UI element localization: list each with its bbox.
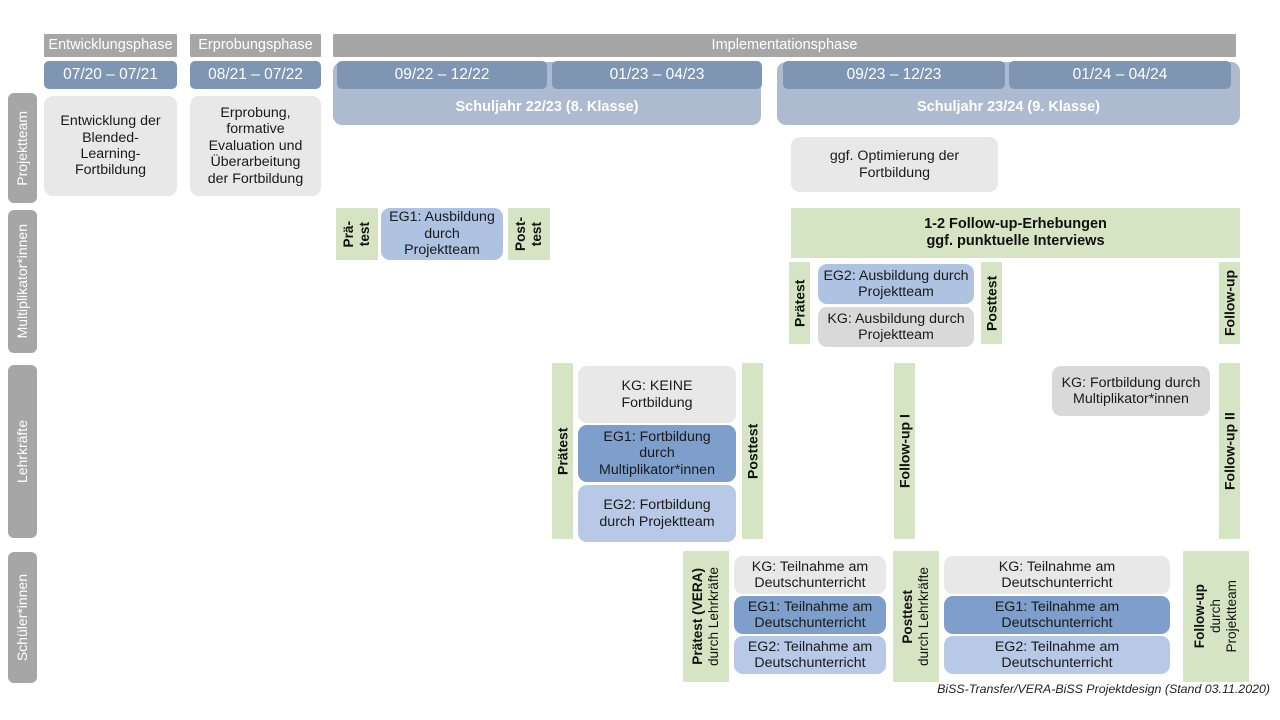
multiplikator-followup-banner: 1-2 Follow-up-Erhebungen ggf. punktuelle… <box>791 208 1240 258</box>
row-label-lehrkraefte-text: Lehrkräfte <box>14 419 31 484</box>
multiplikator-praetest-bar: Prätest <box>789 262 810 344</box>
schueler-praetest-line1: Prätest (VERA) <box>690 568 706 665</box>
period-0821-0722: 08/21 – 07/22 <box>190 61 321 89</box>
schueler-followup-bar: Follow-up durch Projektteam <box>1183 551 1249 682</box>
schueler-posttest-bar: Posttest durch Lehrkräfte <box>893 551 939 682</box>
row-label-multiplikator-text: Multiplikator*innen <box>14 224 31 339</box>
schueler-followup-line3: Projektteam <box>1223 580 1239 653</box>
schueler-posttest-line2: durch Lehrkräfte <box>916 567 931 666</box>
projektteam-erprobung-box: Erprobung, formative Evaluation und Über… <box>190 96 321 196</box>
period-0922-1222: 09/22 – 12/22 <box>337 61 547 89</box>
lehrkraefte-eg2-fortbildung-box: EG2: Fortbildung durch Projektteam <box>578 485 736 542</box>
lehrkraefte-kg-keine-fortbildung-box: KG: KEINE Fortbildung <box>578 366 736 423</box>
period-0720-0721: 07/20 – 07/21 <box>44 61 177 89</box>
schueler-kg-box-right: KG: Teilnahme am Deutschunterricht <box>944 556 1170 594</box>
schueler-kg-box-left: KG: Teilnahme am Deutschunterricht <box>734 556 886 594</box>
row-label-schueler: Schüler*innen <box>8 552 37 683</box>
phase-header-implementationsphase: Implementationsphase <box>333 34 1236 57</box>
multiplikator-kg-ausbildung-box: KG: Ausbildung durch Projektteam <box>818 307 974 347</box>
multiplikator-praetest-short-line1: Prä- <box>341 220 357 248</box>
multiplikator-praetest-short-bar: Prä- test <box>336 208 378 260</box>
footer-caption: BiSS-Transfer/VERA-BiSS Projektdesign (S… <box>937 682 1270 696</box>
multiplikator-posttest-short-line2: test <box>529 221 544 247</box>
schueler-eg2-box-left: EG2: Teilnahme am Deutschunterricht <box>734 636 886 674</box>
schueler-followup-line1: Follow-up <box>1192 584 1208 649</box>
row-label-schueler-text: Schüler*innen <box>14 573 31 662</box>
row-label-projektteam-text: Projektteam <box>14 110 31 186</box>
multiplikator-praetest-short-line2: test <box>357 221 372 247</box>
phase-header-entwicklungsphase: Entwicklungsphase <box>44 34 177 57</box>
schueler-eg1-box-left: EG1: Teilnahme am Deutschunterricht <box>734 596 886 634</box>
lehrkraefte-praetest-bar: Prätest <box>552 363 573 539</box>
phase-header-erprobungsphase: Erprobungsphase <box>190 34 321 57</box>
lehrkraefte-followup2-bar: Follow-up II <box>1219 363 1240 539</box>
projektteam-optimierung-box: ggf. Optimierung der Fortbildung <box>791 137 998 192</box>
schueler-eg2-box-right: EG2: Teilnahme am Deutschunterricht <box>944 636 1170 674</box>
multiplikator-eg2-ausbildung-box: EG2: Ausbildung durch Projektteam <box>818 264 974 304</box>
multiplikator-eg1-ausbildung-box: EG1: Ausbildung durch Projektteam <box>381 208 503 260</box>
period-0923-1223: 09/23 – 12/23 <box>783 61 1005 89</box>
multiplikator-posttest-bar: Posttest <box>981 262 1002 344</box>
lehrkraefte-kg-fortbildung-multiplikator-box: KG: Fortbildung durch Multiplikator*inne… <box>1052 366 1210 416</box>
lehrkraefte-followup1-bar: Follow-up I <box>894 363 915 539</box>
schueler-praetest-line2: durch Lehrkräfte <box>706 567 721 666</box>
schueler-followup-line2: durch <box>1208 599 1224 634</box>
lehrkraefte-posttest-bar: Posttest <box>742 363 763 539</box>
multiplikator-posttest-short-bar: Post- test <box>508 208 550 260</box>
multiplikator-followup-bar: Follow-up <box>1219 262 1240 344</box>
row-label-lehrkraefte: Lehrkräfte <box>8 365 37 538</box>
lehrkraefte-eg1-fortbildung-box: EG1: Fortbildung durch Multiplikator*inn… <box>578 425 736 482</box>
schueler-posttest-line1: Posttest <box>900 589 916 644</box>
projektteam-entwicklung-box: Entwicklung der Blended- Learning- Fortb… <box>44 96 177 196</box>
period-0123-0423: 01/23 – 04/23 <box>552 61 762 89</box>
period-0124-0424: 01/24 – 04/24 <box>1009 61 1231 89</box>
multiplikator-posttest-short-line1: Post- <box>513 217 529 251</box>
schueler-praetest-vera-bar: Prätest (VERA) durch Lehrkräfte <box>683 551 729 682</box>
row-label-projektteam: Projektteam <box>8 93 37 203</box>
schueler-eg1-box-right: EG1: Teilnahme am Deutschunterricht <box>944 596 1170 634</box>
row-label-multiplikator: Multiplikator*innen <box>8 210 37 353</box>
